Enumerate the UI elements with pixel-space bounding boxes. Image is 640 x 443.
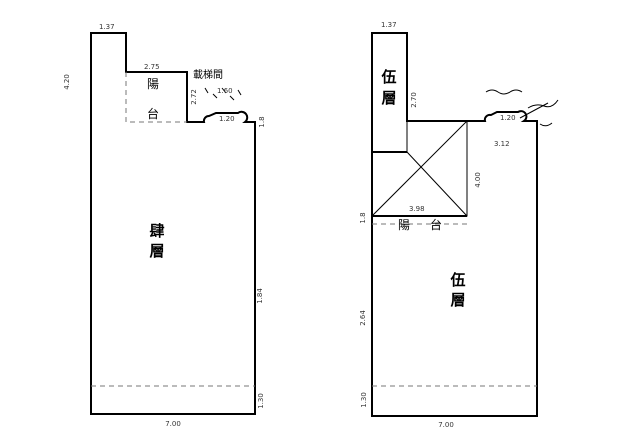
left-dim-top-stub: 1.37 xyxy=(99,23,115,31)
right-dim-bottom: 7.00 xyxy=(438,421,454,429)
right-outline xyxy=(371,32,538,417)
left-dim-balcony-width: 2.75 xyxy=(144,63,160,71)
left-room-char-1: 肆 xyxy=(149,222,164,240)
right-upper-char-1: 伍 xyxy=(380,68,396,86)
right-scribble-notes xyxy=(485,89,559,127)
left-room-char-2: 層 xyxy=(149,242,164,260)
left-dim-right-small: 1.8 xyxy=(258,116,266,127)
right-void-x-1 xyxy=(371,120,468,217)
left-dim-right-side: 1.84 xyxy=(256,288,264,304)
right-main-char-1: 伍 xyxy=(449,271,465,289)
left-dim-small-a: 2.72 xyxy=(190,89,198,105)
right-dim-small-left: 1.8 xyxy=(359,212,367,223)
left-dim-bump: 1.20 xyxy=(219,115,235,123)
left-balcony-char-2: 台 xyxy=(147,106,159,121)
right-floor-plan: 伍 層 伍 層 陽 台 1.37 2.70 4.00 3.98 1.20 3.1… xyxy=(359,21,559,429)
right-balcony-char-2: 台 xyxy=(430,217,442,232)
right-dim-void-width: 3.98 xyxy=(409,205,425,213)
left-stair-marks xyxy=(204,87,242,101)
left-dim-left-height: 4.20 xyxy=(63,74,71,90)
left-balcony-dash xyxy=(125,72,187,123)
right-dim-void-height: 4.00 xyxy=(474,172,482,188)
left-elevator-note: 載梯間 xyxy=(193,68,223,81)
left-outline xyxy=(90,32,256,415)
right-dim-bottom-left: 1.30 xyxy=(360,392,368,408)
left-floor-plan: 肆 層 陽 台 載梯間 1.37 2.75 4.20 2.72 1.60 1.2… xyxy=(63,23,266,428)
right-dim-left-side: 2.64 xyxy=(359,310,367,326)
right-dim-bump-width: 3.12 xyxy=(494,140,510,148)
right-dim-stub-height: 2.70 xyxy=(410,92,418,108)
right-main-char-2: 層 xyxy=(450,291,465,309)
right-dim-top-stub: 1.37 xyxy=(381,21,397,29)
right-upper-char-2: 層 xyxy=(381,89,396,107)
right-balcony-char-1: 陽 xyxy=(398,218,410,232)
left-dim-bottom: 7.00 xyxy=(165,420,181,428)
left-dim-small-b: 1.60 xyxy=(217,87,233,95)
left-balcony-char-1: 陽 xyxy=(147,77,159,91)
right-dim-bump: 1.20 xyxy=(500,114,516,122)
left-dim-side-b: 1.30 xyxy=(257,393,265,409)
right-void-x-2 xyxy=(406,151,468,217)
